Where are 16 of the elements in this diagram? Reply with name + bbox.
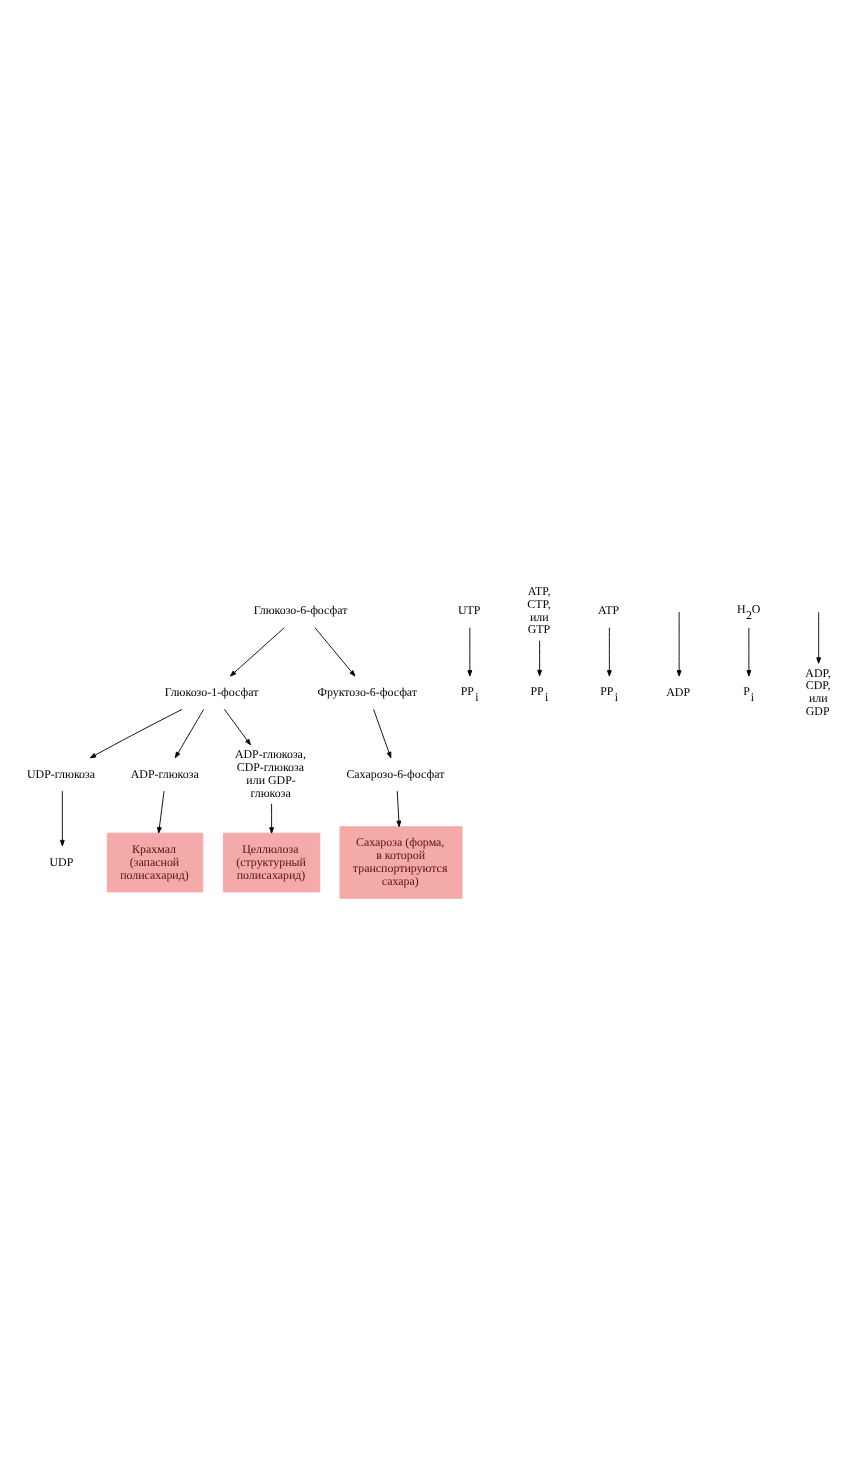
arrow — [396, 789, 402, 827]
arrow — [676, 610, 682, 676]
arrow — [157, 789, 165, 833]
arrow — [59, 789, 65, 846]
arrow — [467, 626, 473, 676]
arrow — [816, 610, 822, 663]
arrow — [269, 802, 274, 833]
arrow — [537, 639, 542, 676]
arrow — [746, 626, 752, 676]
arrow — [314, 626, 356, 676]
arrow — [607, 626, 612, 676]
arrow — [373, 707, 392, 758]
arrow — [89, 707, 183, 758]
arrow — [229, 626, 285, 676]
arrow — [174, 707, 205, 758]
arrow — [224, 707, 251, 745]
